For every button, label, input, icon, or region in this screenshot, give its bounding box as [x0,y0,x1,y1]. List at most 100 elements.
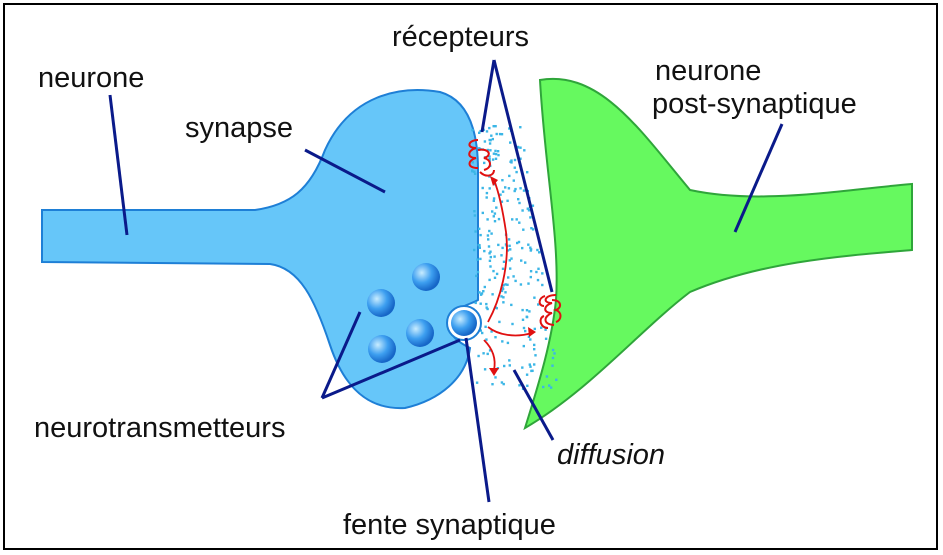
diffusion-dot [479,258,481,260]
diffusion-dot [492,270,494,272]
diffusion-dot [519,126,521,128]
diffusion-dot [514,280,516,282]
diffusion-dot [524,330,526,332]
diffusion-dot [498,218,500,220]
diffusion-dot [527,282,529,284]
diffusion-dot [484,286,486,288]
diffusion-dot [488,245,490,247]
diffusion-dot [481,332,483,334]
diffusion-dot [473,249,475,251]
diffusion-dot [496,273,498,275]
diffusion-dot [526,171,528,173]
diffusion-dot [545,338,547,340]
diffusion-dot [530,249,532,251]
diffusion-dot [546,375,548,377]
diffusion-dot [521,209,523,211]
diffusion-dot [493,153,495,155]
diffusion-dot [511,323,513,325]
arrow-down-head [489,368,499,376]
pointer-recepteurs-left [482,60,494,132]
diffusion-dot [497,154,499,156]
diffusion-dot [488,230,490,232]
label-diffusion: diffusion [557,439,665,471]
label-recepteurs: récepteurs [392,21,529,53]
diffusion-dot [508,245,510,247]
diffusion-dot [484,368,486,370]
diffusion-dot [523,327,525,329]
diffusion-dot [484,326,486,328]
diffusion-dot [509,161,511,163]
diffusion-dot [476,382,478,384]
diffusion-dot [514,190,516,192]
diffusion-dot [517,198,519,200]
diffusion-dot [494,220,496,222]
diffusion-dot [471,129,473,131]
diffusion-dot [483,162,485,164]
diffusion-dot [511,218,513,220]
diffusion-dot [537,279,539,281]
diffusion-dot [526,374,528,376]
diffusion-dot [489,142,491,144]
arrow-up-head [490,176,498,186]
diffusion-dot [495,153,497,155]
diffusion-dot [529,247,531,249]
diffusion-dot [523,149,525,151]
vesicle [367,289,395,317]
diffusion-dot [486,130,488,132]
diffusion-dot [490,256,492,258]
diffusion-dot [509,259,511,261]
diffusion-dot [486,192,488,194]
diffusion-dot [490,135,492,137]
diffusion-dot [486,196,488,198]
pointer-fente [466,338,489,502]
diffusion-dot [550,386,552,388]
diffusion-dot [482,212,484,214]
diffusion-dot [489,187,491,189]
diffusion-dot [501,381,503,383]
diffusion-dot [486,308,488,310]
diffusion-dot [510,304,512,306]
diffusion-dot [508,359,510,361]
diffusion-dot [508,187,510,189]
diffusion-dot [541,284,543,286]
diffusion-dot [482,187,484,189]
diffusion-dot [487,238,489,240]
diffusion-dot [538,251,540,253]
diffusion-dot [528,310,530,312]
diffusion-dot [534,354,536,356]
diffusion-dot [521,366,523,368]
diffusion-dot [474,173,476,175]
diffusion-dot [541,272,543,274]
diffusion-dot [522,229,524,231]
diffusion-dot [494,277,496,279]
diffusion-dot [526,309,528,311]
diffusion-dot [533,297,535,299]
diffusion-dot [493,197,495,199]
diffusion-dot [493,125,495,127]
diffusion-dot [535,271,537,273]
diffusion-dot [509,267,511,269]
diffusion-dot [515,171,517,173]
diffusion-dot [494,150,496,152]
diffusion-dot [524,261,526,263]
diffusion-dot [475,275,477,277]
diffusion-dot [521,309,523,311]
diffusion-dot [552,357,554,359]
vesicle [412,263,440,291]
diffusion-dot [508,238,510,240]
diffusion-dot [484,140,486,142]
diffusion-dot [478,291,480,293]
diffusion-dot [533,363,535,365]
vesicle [368,335,396,363]
diffusion-dot [504,186,506,188]
diffusion-dot [526,385,528,387]
diffusion-dot [502,296,504,298]
diffusion-dot [490,232,492,234]
diffusion-dot [473,210,475,212]
diffusion-dot [489,260,491,262]
diffusion-dot [482,352,484,354]
diffusion-dot [518,241,520,243]
label-neurone: neurone [38,62,144,94]
diffusion-dot [472,161,474,163]
diffusion-dot [491,210,493,212]
